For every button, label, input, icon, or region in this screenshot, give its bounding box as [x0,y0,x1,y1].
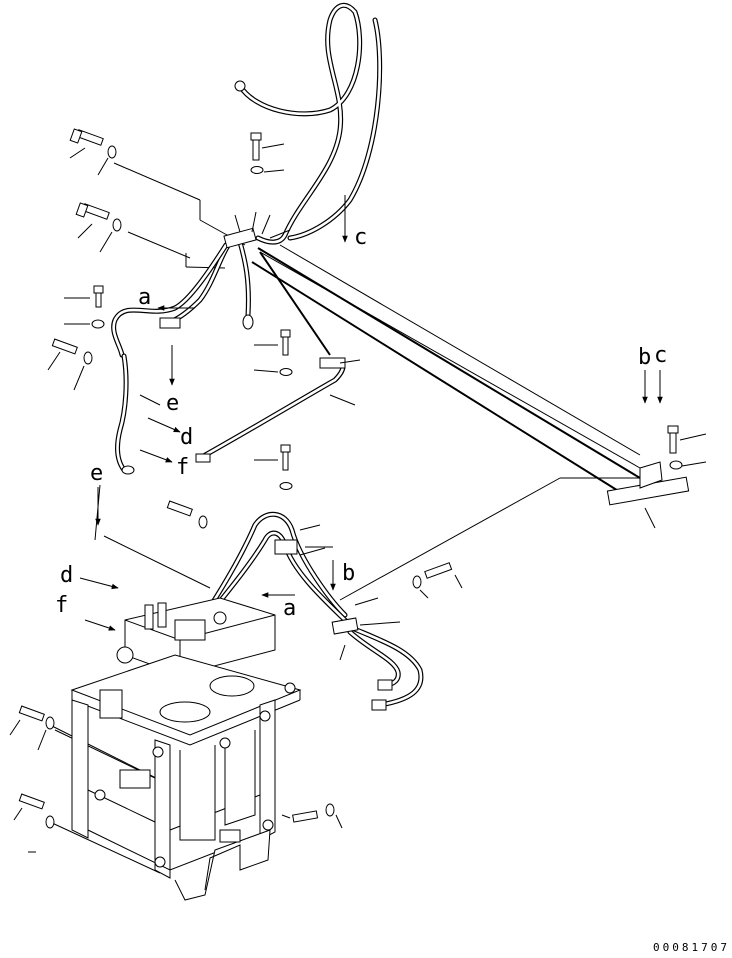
callout-f-middle: f [176,455,189,480]
mid-hose-group [114,251,361,475]
bolt-washer-set-right [667,425,707,470]
bolt-washer-set-lower-left [9,705,55,853]
callout-b-bottom: b [342,561,355,586]
long-rod [251,247,690,529]
bolt-washer-set-upper-center [250,132,285,174]
bolt-washer-set-lower-right [281,803,343,829]
bolt-washer-set-lower-middle [166,500,463,599]
callout-a-bottom: a [283,596,296,621]
bolt-washer-set-left [47,285,105,391]
leader-lines [49,162,645,874]
upper-long-hose [234,2,383,245]
valve-frame-assembly [70,597,302,901]
callout-d-middle: d [180,425,193,450]
callout-a-upper: a [138,285,151,310]
drawing-number: 00081707 [653,941,730,954]
upper-clamp-cluster [111,211,291,358]
callout-e-left: e [90,461,103,486]
lower-hose-harness [192,511,424,711]
bolt-washer-set-middle [253,329,293,490]
callout-b-right: b [638,345,651,370]
callout-f-left: f [55,593,68,618]
callout-arrows [79,195,663,631]
bolt-washer-set-upper-left [69,128,122,253]
callout-c-right: c [654,343,667,368]
callout-e-middle: e [166,391,179,416]
callout-c-upper: c [354,225,367,250]
callout-d-left: d [60,563,73,588]
hose-fitting-icon [234,80,246,92]
